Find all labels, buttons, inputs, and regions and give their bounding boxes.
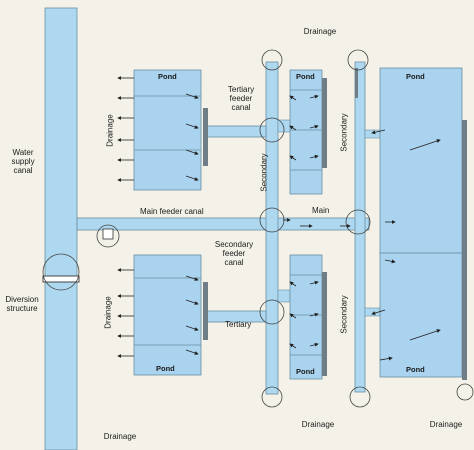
secondary-mid-upper-label: Secondary xyxy=(339,113,349,152)
tertiary-feeder-line-3: canal xyxy=(231,103,251,112)
pond-top-left xyxy=(133,69,202,191)
main-label: Main xyxy=(312,206,330,215)
main-feeder-canal xyxy=(76,217,370,231)
drainage-bottom-left-label: Drainage xyxy=(103,432,137,441)
water-supply-line-2: supply xyxy=(11,157,35,166)
water-supply-line-3: canal xyxy=(13,166,33,175)
tertiary-feeder-label: Tertiary feeder canal xyxy=(222,85,260,112)
drainage-top-label: Drainage xyxy=(303,27,337,36)
main-feeder-label: Main feeder canal xyxy=(140,207,204,216)
connector-top-big xyxy=(364,129,381,139)
pond-top-small-label: Pond xyxy=(296,72,315,81)
inlet-bar-upper xyxy=(203,108,208,166)
drain-bar-top-small xyxy=(322,78,327,168)
diversion-line-1: Diversion xyxy=(5,295,39,304)
diversion-line-2: structure xyxy=(6,304,38,313)
pond-top-big xyxy=(379,67,463,254)
drain-bar-big xyxy=(462,120,467,380)
water-supply-line-1: Water xyxy=(12,148,34,157)
secondary-left-label: Secondary xyxy=(259,153,269,192)
pond-bottom-big xyxy=(379,252,463,378)
tertiary-feeder-line-1: Tertiary xyxy=(227,85,255,94)
water-supply-canal xyxy=(44,7,78,450)
inlet-bar-lower xyxy=(203,282,208,340)
secondary-canal-left xyxy=(265,61,279,395)
pond-bottom-small xyxy=(289,254,323,380)
pond-bottom-left-label: Pond xyxy=(156,364,175,373)
water-supply-label: Water supply canal xyxy=(3,148,43,175)
diversion-structure xyxy=(42,275,80,283)
secondary-feeder-line-1: Secondary xyxy=(214,240,254,249)
secondary-canal-right xyxy=(354,61,366,393)
tertiary-canal-upper xyxy=(206,125,267,138)
pond-top-small xyxy=(289,69,323,195)
drainage-left-upper-label: Drainage xyxy=(105,114,115,147)
tertiary-label: Tertiary xyxy=(225,320,252,329)
tertiary-feeder-line-2: feeder xyxy=(229,94,253,103)
drainage-left-lower-label: Drainage xyxy=(103,296,113,329)
pond-bottom-small-label: Pond xyxy=(296,367,315,376)
secondary-feeder-line-3: canal xyxy=(224,258,244,267)
diversion-gate-small xyxy=(102,228,114,240)
pond-bottom-left xyxy=(133,254,202,376)
secondary-feeder-line-2: feeder xyxy=(222,249,246,258)
diversion-label: Diversion structure xyxy=(0,295,44,313)
pond-bottom-big-label: Pond xyxy=(406,365,425,374)
drain-bar-top-right xyxy=(355,68,358,98)
connector-mid-small xyxy=(277,289,291,303)
pond-top-big-label: Pond xyxy=(406,72,425,81)
pond-top-left-label: Pond xyxy=(158,72,177,81)
drainage-bottom-right-label: Drainage xyxy=(429,420,463,429)
drain-bar-bottom-small xyxy=(322,272,327,376)
secondary-feeder-label: Secondary feeder canal xyxy=(212,240,256,267)
drainage-bottom-mid-label: Drainage xyxy=(301,420,335,429)
secondary-mid-lower-label: Secondary xyxy=(339,295,349,334)
